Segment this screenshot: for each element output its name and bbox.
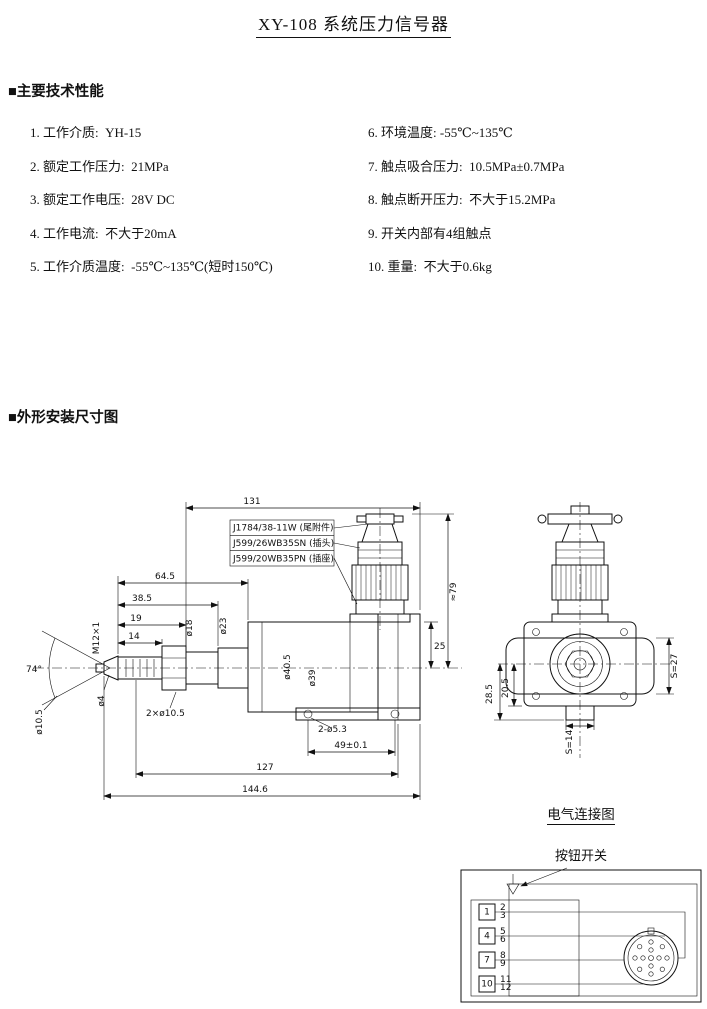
dim-28-5: 28.5 [485, 684, 495, 704]
pin-number: 3 [500, 911, 506, 921]
connector-stack [349, 513, 411, 623]
side-view-dimensions: 131 ≈79 25 64.5 38.5 19 14 [26, 497, 459, 800]
dim-dia10-5: ø10.5 [35, 709, 45, 735]
dim-2x-dia10-5: 2×ø10.5 [146, 709, 185, 719]
spec-item: 2. 额定工作压力: 21MPa [30, 158, 169, 174]
spec-item: 8. 触点断开压力: 不大于15.2MPa [368, 192, 556, 207]
side-view: J1784/38-11W (尾附件) J599/26WB35SN (插头) J5… [26, 497, 462, 800]
dim-144-6: 144.6 [242, 785, 268, 795]
dim-38-5: 38.5 [132, 594, 152, 604]
pin-number: 8 [500, 951, 506, 961]
end-view-dimensions: S=27 28.5 20.5 S=14 [485, 637, 680, 754]
dim-s14: S=14 [565, 729, 575, 754]
electrical-diagram-title: 电气连接图 [455, 803, 707, 825]
dim-127: 127 [256, 763, 273, 773]
spec-item: 3. 额定工作电压: 28V DC [30, 192, 175, 207]
pin-number: 7 [484, 956, 490, 966]
specs-heading: ■主要技术性能 [8, 84, 104, 100]
dim-dia23: ø23 [219, 618, 229, 635]
pin-number: 5 [500, 927, 506, 937]
dim-49: 49±0.1 [334, 741, 367, 751]
connector-face [623, 927, 679, 986]
pin-number: 9 [500, 959, 506, 969]
dim-14: 14 [128, 632, 140, 642]
contact-group: 10 11 12 [478, 975, 643, 993]
pin-number: 1 [484, 908, 490, 918]
specs-left-column: 1. 工作介质: YH-15 2. 额定工作压力: 21MPa 3. 额定工作电… [30, 116, 273, 284]
dim-s27: S=27 [670, 654, 680, 679]
contact-group: 4 5 6 [478, 927, 665, 945]
electrical-schematic: 1 2 3 4 5 6 7 8 9 10 11 12 [460, 867, 702, 1003]
pin-number: 10 [481, 980, 493, 990]
pin-number: 6 [500, 935, 506, 945]
specs-right-column: 6. 环境温度: -55℃~135℃ 7. 触点吸合压力: 10.5MPa±0.… [368, 116, 564, 284]
dim-19: 19 [130, 614, 142, 624]
spec-item: 1. 工作介质: YH-15 [30, 125, 142, 140]
dim-dia40-5: ø40.5 [283, 654, 293, 680]
dim-dia39: ø39 [308, 669, 318, 686]
page-title: XY-108 系统压力信号器 [0, 10, 707, 38]
page-title-text: XY-108 系统压力信号器 [255, 15, 452, 38]
contact-group: 7 8 9 [478, 951, 624, 969]
connector-label-plug: J599/26WB35SN (插头) [232, 537, 334, 549]
dim-25: 25 [434, 642, 445, 652]
end-view: S=27 28.5 20.5 S=14 [485, 502, 680, 758]
dim-131: 131 [243, 497, 260, 507]
dim-cone-74: 74° [26, 665, 42, 675]
connector-label-tail: J1784/38-11W (尾附件) [232, 522, 334, 534]
pin-number: 4 [484, 932, 490, 942]
pin-number: 12 [500, 983, 511, 993]
connector-labels: J1784/38-11W (尾附件) J599/26WB35SN (插头) J5… [229, 519, 369, 605]
dim-holes-2-dia5-3: 2-ø5.3 [318, 725, 347, 735]
drawing-heading: ■外形安装尺寸图 [8, 410, 119, 426]
spec-item: 6. 环境温度: -55℃~135℃ [368, 125, 513, 140]
pin-number: 2 [500, 903, 506, 913]
spec-item: 4. 工作电流: 不大于20mA [30, 225, 177, 241]
spec-item: 10. 重量: 不大于0.6kg [368, 259, 492, 274]
connector-label-socket: J599/20WB35PN (插座) [232, 552, 334, 564]
dim-20-5: 20.5 [501, 678, 511, 698]
dim-dia18: ø18 [185, 619, 195, 636]
dim-64-5: 64.5 [155, 572, 175, 582]
pin-number: 11 [500, 975, 511, 985]
spec-item: 7. 触点吸合压力: 10.5MPa±0.7MPa [368, 158, 565, 174]
dim-dia4: ø4 [97, 695, 107, 707]
spec-item: 9. 开关内部有4组触点 [368, 225, 492, 241]
dimension-drawing: J1784/38-11W (尾附件) J599/26WB35SN (插头) J5… [26, 497, 680, 800]
push-button-symbol [506, 867, 568, 895]
push-button-switch-label: 按钮开关 [554, 848, 607, 863]
dim-thread-m12x1: M12×1 [92, 622, 102, 654]
dim-approx-79: ≈79 [449, 582, 459, 601]
spec-item: 5. 工作介质温度: -55℃~135℃(短时150℃) [30, 259, 273, 274]
contact-group: 1 2 3 [478, 903, 686, 959]
